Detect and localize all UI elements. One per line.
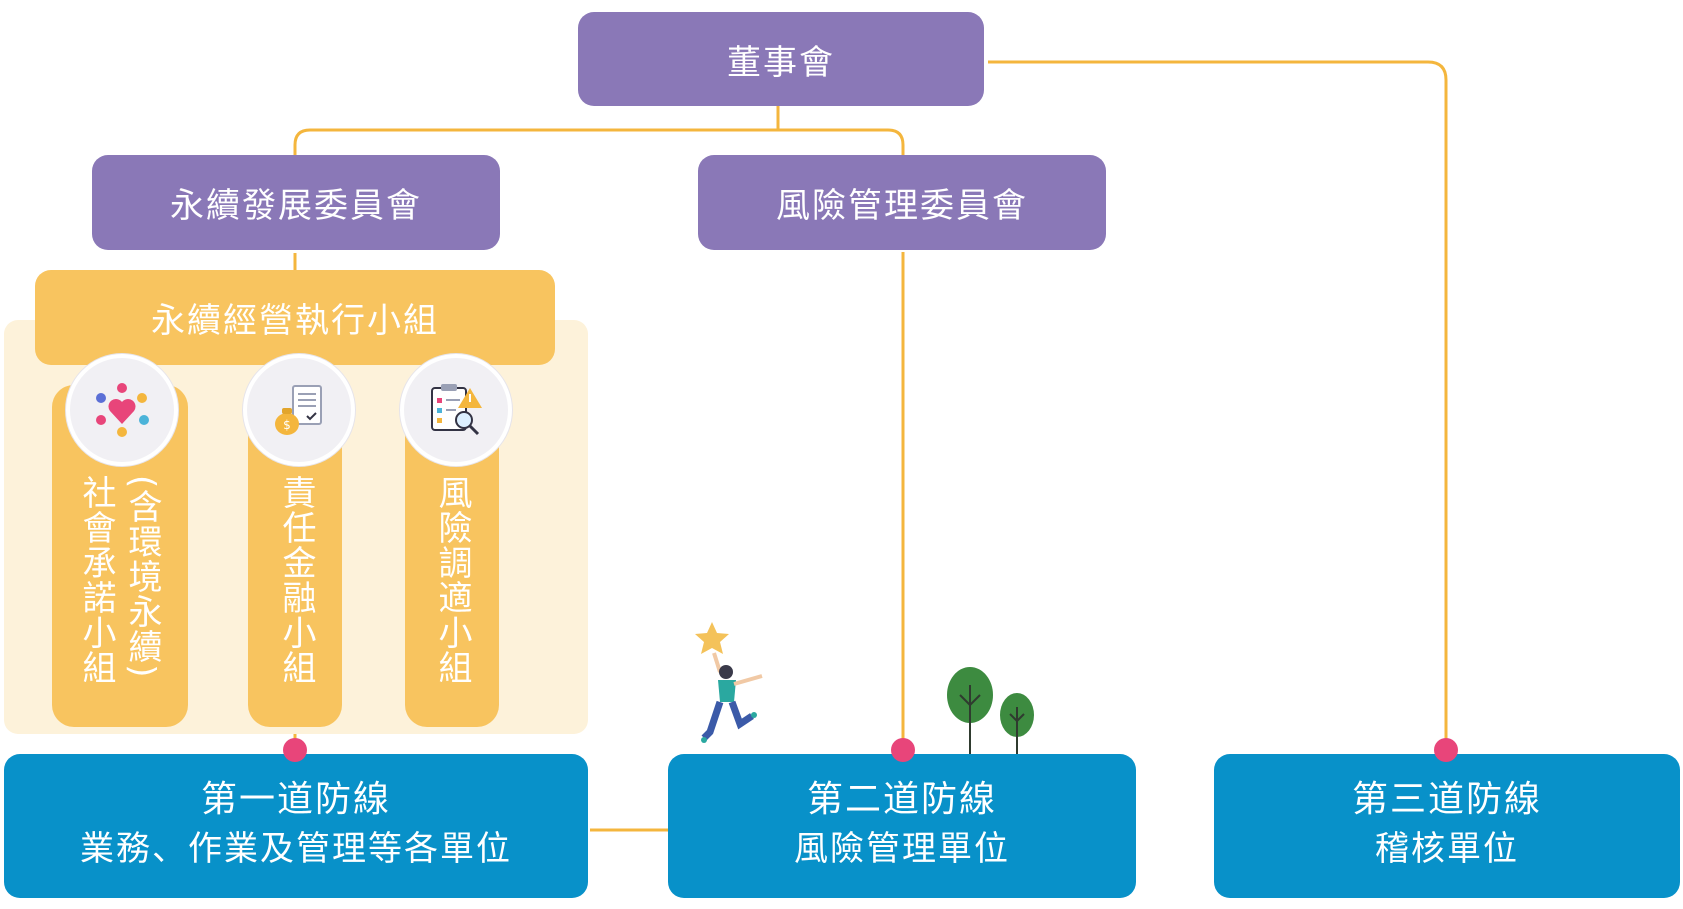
task-force-label: 永續經營執行小組 [151,301,439,341]
second-line-box: 第二道防線 風險管理單位 [668,754,1136,898]
sustainability-committee-label: 永續發展委員會 [170,186,422,226]
first-line-title: 第一道防線 [200,779,391,820]
second-line-title: 第二道防線 [806,779,997,820]
clipboard-warning-magnifier-icon [431,384,482,436]
task-force-box: 永續經營執行小組 [35,270,555,365]
first-line-subtitle: 業務、作業及管理等各單位 [80,829,512,869]
group-finance-label: 責任金融小組 [276,475,316,685]
group-social-sublabel: (含環境永續) [122,475,162,679]
third-line-box: 第三道防線 稽核單位 [1214,754,1680,898]
second-line-subtitle: 風險管理單位 [794,829,1010,869]
group-finance-icon-circle: $ [243,354,355,466]
group-risk-icon-circle [400,354,512,466]
second-line-connector-dot [891,738,915,762]
board-box: 董事會 [578,12,984,106]
sustainability-committee-box: 永續發展委員會 [92,155,500,250]
svg-text:$: $ [283,418,291,432]
board-label: 董事會 [727,42,835,83]
risk-committee-box: 風險管理委員會 [698,155,1106,250]
group-risk-label: 風險調適小組 [432,475,472,685]
third-line-title: 第三道防線 [1351,779,1542,820]
first-line-connector-dot [283,738,307,762]
group-social-label: 社會承諾小組 [76,475,116,685]
first-line-box: 第一道防線 業務、作業及管理等各單位 [4,754,588,898]
group-social-icon-circle [66,354,178,466]
community-heart-icon [96,383,149,437]
trees-illustration [947,667,1034,755]
money-bag-document-icon: $ [275,385,322,435]
third-line-subtitle: 稽核單位 [1375,829,1519,869]
person-with-star-illustration [695,622,763,743]
third-line-connector-dot [1434,738,1458,762]
risk-committee-label: 風險管理委員會 [776,186,1028,226]
